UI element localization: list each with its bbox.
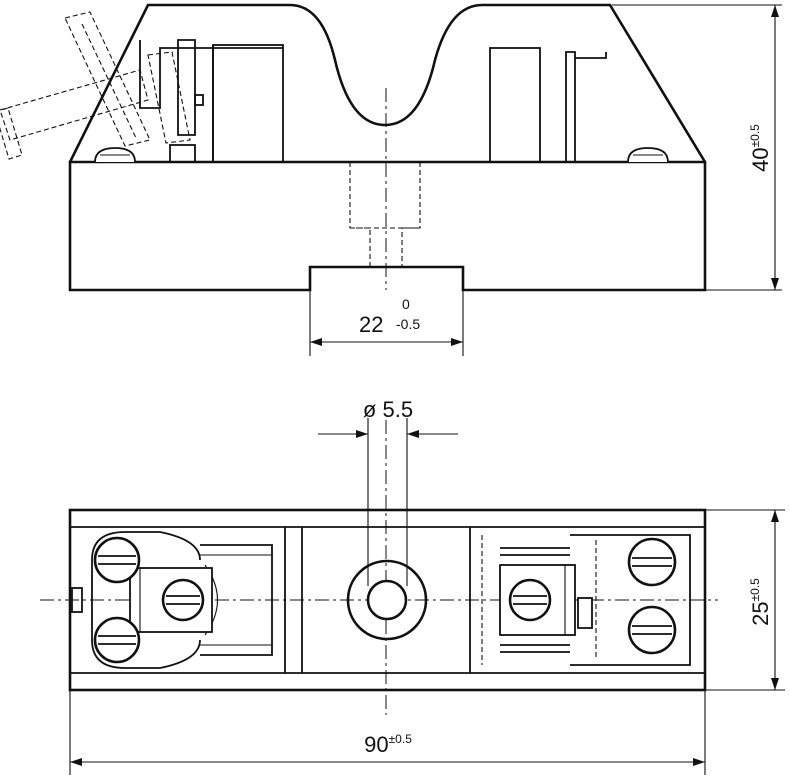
right-screw-upper-head — [627, 537, 677, 587]
left-terminal-tab — [71, 587, 83, 613]
swing-clip-dashed-c — [0, 69, 149, 141]
right-plate-lines — [500, 547, 570, 653]
left-terminal-top — [91, 531, 201, 561]
right-terminal-outline — [570, 534, 691, 666]
center-hole — [366, 579, 408, 621]
left-screw-center — [161, 578, 205, 622]
center-boss — [346, 559, 428, 641]
dim-height-tolerance: ±0.5 — [748, 124, 762, 148]
swing-clip-dashed-d — [0, 107, 23, 160]
side-view: 40±0.5 22 0 -0.5 — [0, 3, 782, 356]
hidden-hole — [349, 162, 421, 267]
dim-hole-text: ø 5.5 — [363, 397, 413, 422]
dim-height-value: 40 — [748, 147, 773, 171]
swing-clip-dashed-b — [81, 23, 137, 139]
left-screw-upper-head — [93, 536, 141, 584]
dim-length-tolerance: ±0.5 — [389, 732, 413, 746]
dim-foot-base: 22 — [359, 312, 383, 337]
dim-foot-lower: -0.5 — [396, 316, 420, 332]
side-base-outline — [68, 160, 707, 292]
left-screw-lower — [93, 616, 141, 664]
left-plate-outline — [200, 544, 273, 656]
left-clip-frame — [139, 40, 283, 109]
left-clip-tab — [194, 94, 204, 106]
top-view: ø 5.5 — [40, 397, 785, 775]
dim-width-value: 25 — [748, 601, 773, 625]
right-screw-lower-head — [627, 605, 677, 655]
dim-foot-upper: 0 — [402, 296, 410, 312]
left-screw-center-head — [161, 578, 205, 622]
dim-width-tolerance: ±0.5 — [748, 578, 762, 602]
left-screw-lower-head — [93, 616, 141, 664]
dim-length-text: 90±0.5 — [364, 732, 412, 757]
right-clip-frame — [565, 51, 607, 162]
left-clip-foot — [169, 144, 196, 163]
dim-height-text: 40±0.5 — [748, 124, 773, 172]
dim-length-value: 90 — [364, 732, 388, 757]
side-upper-outline — [68, 3, 707, 163]
right-screw-center-head — [508, 578, 552, 622]
dim-width-text: 25±0.5 — [748, 578, 773, 626]
right-screw-center — [508, 578, 552, 622]
swing-clip-dashed-a — [64, 11, 151, 147]
right-screw-upper — [627, 537, 677, 587]
left-screw-upper — [93, 536, 141, 584]
right-screw-lower — [627, 605, 677, 655]
swing-clip-dashed-e — [147, 51, 191, 144]
left-terminal-bottom — [91, 639, 201, 669]
left-clip-bar — [177, 39, 196, 136]
left-clip-plate — [212, 44, 284, 163]
right-clip-plate — [489, 47, 541, 163]
right-terminal-tab — [577, 597, 593, 629]
